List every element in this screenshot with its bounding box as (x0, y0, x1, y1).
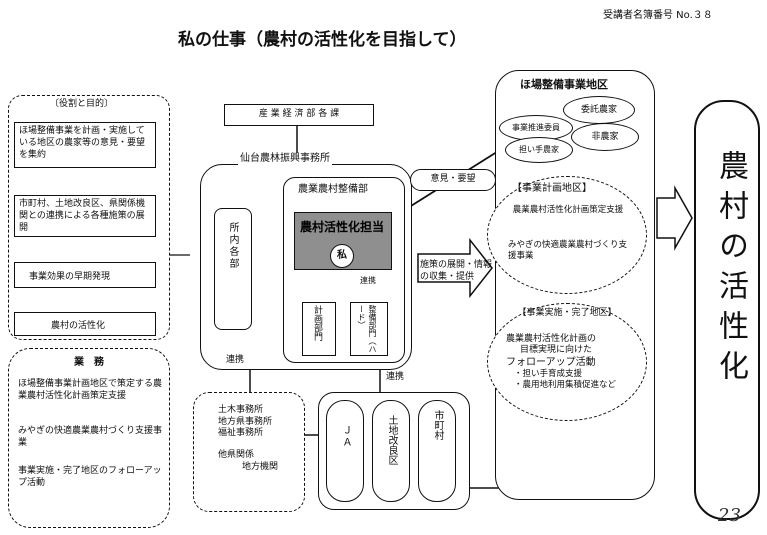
plan-unit-label: 計画部門 (312, 305, 322, 341)
role-item-revitalize: 農村の活性化 (14, 312, 156, 336)
role-item-collect: ほ場整備事業を計画・実施している地区の農家等の意見・要望を集約 (14, 122, 156, 168)
build-unit-label: 整備部門（ハード） (357, 305, 377, 353)
external-office-other: 他県関係 (218, 450, 255, 461)
partner-kairyoku-oval (372, 400, 410, 502)
done-line-3: フォローアップ活動 (506, 356, 596, 368)
renkei-label-partners: 連携 (386, 372, 405, 382)
plan-district-title: 【事業計画地区】 (512, 183, 592, 194)
external-office-chiho: 地方県事務所 (218, 416, 273, 427)
external-office-fukushi: 福祉事務所 (218, 428, 264, 439)
actor-itaku: 委託農家 (563, 96, 635, 124)
internal-depts-label: 所内各部 (227, 222, 238, 270)
dept-box: 産 業 経 済 部 各 課 (224, 104, 374, 126)
internal-depts-box (214, 208, 252, 330)
plan-unit-box (302, 302, 336, 356)
done-line-2: 目標実現に向けた (520, 345, 593, 356)
charge-label: 農村活性化担当 (300, 220, 385, 234)
partner-city-oval (418, 400, 456, 502)
policy-label: 施策の展開・情報の収集・提供 (420, 260, 493, 282)
done-district-lines: 農業農村活性化計画の 目標実現に向けた フォローアップ活動 ・担い手育成支援 ・… (506, 334, 616, 390)
me-circle: 私 (330, 244, 354, 268)
partner-ja-label: ＪＡ (340, 425, 351, 449)
office-label: 仙台農林振興事務所 (238, 153, 332, 165)
partner-ja-oval (326, 400, 364, 502)
opinion-box: 意見・要望 (410, 169, 496, 191)
actor-ninaite: 担い手農家 (505, 137, 573, 163)
goal-box (694, 100, 760, 520)
district-title: ほ場整備事業地区 (520, 78, 608, 91)
goal-label: 農村の活性化 (713, 150, 748, 390)
page-title: 私の仕事（農村の活性化を目指して） (178, 30, 467, 50)
done-line-5: ・農用地利用集積促進など (514, 379, 617, 390)
done-district-oval (487, 303, 647, 421)
duty-item-plan: ほ場整備事業計画地区で策定する農業農村活性化計画策定支援 (18, 379, 163, 402)
plan-district-item-1: 農業農村活性化計画策定支援 (512, 205, 624, 215)
renkei-label-inner: 連携 (360, 276, 376, 285)
partner-city-label: 市町村 (432, 410, 443, 440)
renkei-label-office: 連携 (226, 355, 245, 365)
handwritten-page-number: 23 (718, 505, 741, 526)
done-line-1: 農業農村活性化計画の (506, 334, 597, 344)
nouson-section-label: 農業農村整備部 (298, 184, 368, 195)
duties-title: 業 務 (74, 357, 104, 368)
plan-district-oval (487, 176, 647, 294)
role-item-early-effect: 事業効果の早期発現 (14, 262, 156, 288)
done-district-title: 【事業実施・完了地区】 (517, 308, 617, 318)
role-item-coordinate: 市町村、土地改良区、県関係機関との連携による各種施策の展開 (14, 195, 156, 237)
duty-item-support: みやぎの快適農業農村づくり支援事業 (18, 426, 163, 449)
plan-district-item-2: みやぎの快適農業農村づくり支援事業 (508, 240, 628, 262)
done-line-4: ・担い手育成支援 (514, 369, 583, 379)
participant-number: 受講者名簿番号 No.３８ (603, 10, 713, 21)
build-unit-box (350, 302, 388, 356)
roles-title: 〔役割と目的〕 (50, 99, 114, 109)
external-offices-panel (193, 392, 305, 512)
external-offices-list: 土木事務所 地方県事務所 福祉事務所 他県関係 地方機関 (218, 405, 278, 473)
external-office-local: 地方機関 (242, 461, 279, 472)
duties-panel (8, 348, 170, 528)
duty-item-followup: 事業実施・完了地区のフォローアップ活動 (18, 466, 162, 489)
partner-kairyoku-label: 土地改良区 (386, 415, 397, 465)
external-office-doboku: 土木事務所 (218, 405, 264, 415)
actor-non-farmer: 非農家 (571, 123, 639, 151)
